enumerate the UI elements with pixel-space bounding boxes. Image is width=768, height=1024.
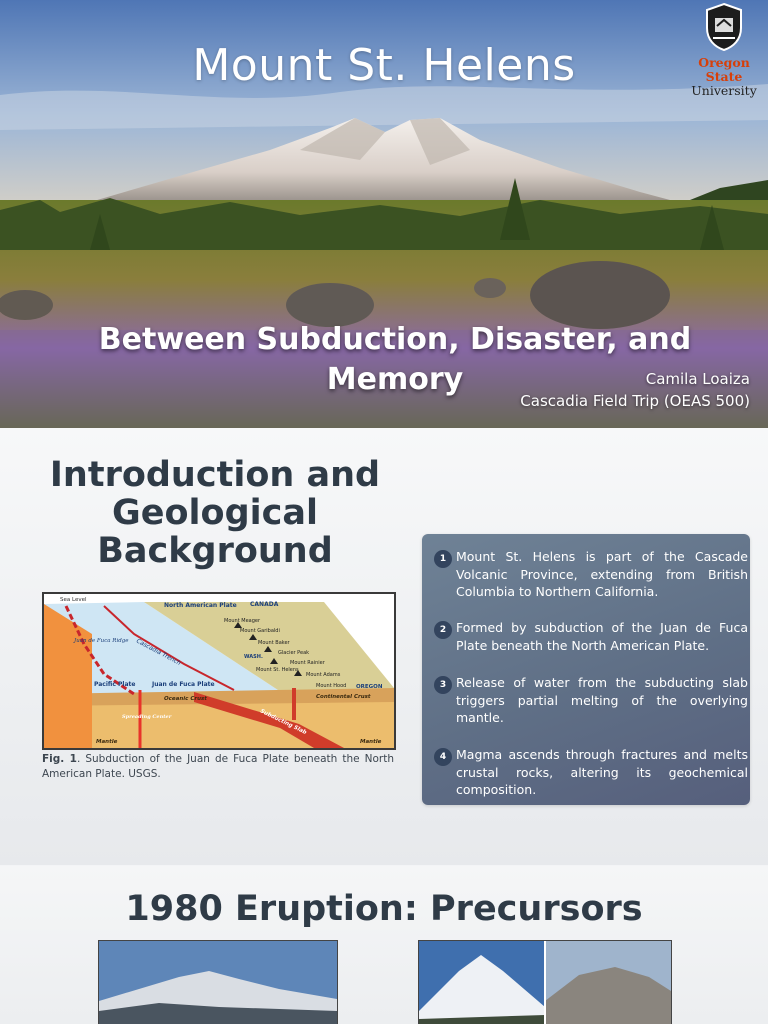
figure-caption-text: . Subduction of the Juan de Fuca Plate b… [42,753,394,780]
osu-logo-line-1: Oregon State [698,55,750,84]
course-name: Cascadia Field Trip (OEAS 500) [520,392,750,410]
mountain-photo-icon [99,941,337,1024]
label-spreading-center: Spreading Center [122,714,172,720]
figure-caption-label: Fig. 1 [42,753,77,765]
label-glacier-peak: Glacier Peak [278,650,309,656]
point-number-badge: 1 [434,550,452,568]
presentation-title: Mount St. Helens [192,40,576,91]
label-mount-st-helens: Mount St. Helens [256,667,299,673]
title-slide: Mount St. Helens Oregon State University… [0,0,768,428]
point-number-badge: 4 [434,748,452,766]
osu-logo-line-2: University [691,83,757,98]
label-oceanic-crust: Oceanic Crust [164,696,207,702]
subduction-diagram-svg: Sea Level North American Plate CANADA Mo… [44,594,394,748]
label-mount-rainier: Mount Rainier [290,660,326,666]
label-mantle-right: Mantle [360,739,382,745]
eruption-heading: 1980 Eruption: Precursors [125,889,643,929]
point-text: Magma ascends through fractures and melt… [456,747,748,797]
label-north-american-plate: North American Plate [164,602,237,609]
author-block: Camila Loaiza Cascadia Field Trip (OEAS … [520,368,750,412]
point-number-badge: 2 [434,621,452,639]
subduction-diagram: Sea Level North American Plate CANADA Mo… [42,592,396,750]
label-canada: CANADA [250,601,279,608]
before-after-photo-icon [419,941,671,1024]
label-mount-baker: Mount Baker [258,640,291,646]
label-mantle-left: Mantle [96,739,118,745]
point-text: Release of water from the subducting sla… [456,675,748,725]
label-oregon: OREGON [356,684,383,690]
label-pacific-plate: Pacific Plate [94,681,135,688]
precursor-photo-2 [418,940,672,1024]
point-text: Mount St. Helens is part of the Cascade … [456,549,748,599]
intro-slide: Introduction and Geological Background S… [0,428,768,865]
eruption-slide: 1980 Eruption: Precursors [0,866,768,1024]
key-points-box: 1 Mount St. Helens is part of the Cascad… [422,534,750,805]
osu-shield-icon [706,2,742,52]
precursor-photo-1 [98,940,338,1024]
label-wash: WASH. [244,654,263,660]
label-mount-meager: Mount Meager [224,618,261,624]
label-mount-garibaldi: Mount Garibaldi [240,628,280,634]
label-juan-de-fuca-plate: Juan de Fuca Plate [151,681,215,688]
osu-logo: Oregon State University [682,2,766,98]
figure-caption: Fig. 1. Subduction of the Juan de Fuca P… [42,752,394,782]
label-sea-level: Sea Level [60,597,87,603]
label-juan-de-fuca-ridge: Juan de Fuca Ridge [73,638,129,644]
label-mount-hood: Mount Hood [316,683,346,689]
label-continental-crust: Continental Crust [316,694,371,700]
point-text: Formed by subduction of the Juan de Fuca… [456,620,748,653]
presentation-subtitle: Between Subduction, Disaster, and Memory [98,322,692,397]
label-mount-adams: Mount Adams [306,672,341,678]
landscape-photo [0,0,768,428]
point-number-badge: 3 [434,676,452,694]
author-name: Camila Loaiza [645,370,750,388]
intro-heading: Introduction and Geological Background [49,455,381,571]
